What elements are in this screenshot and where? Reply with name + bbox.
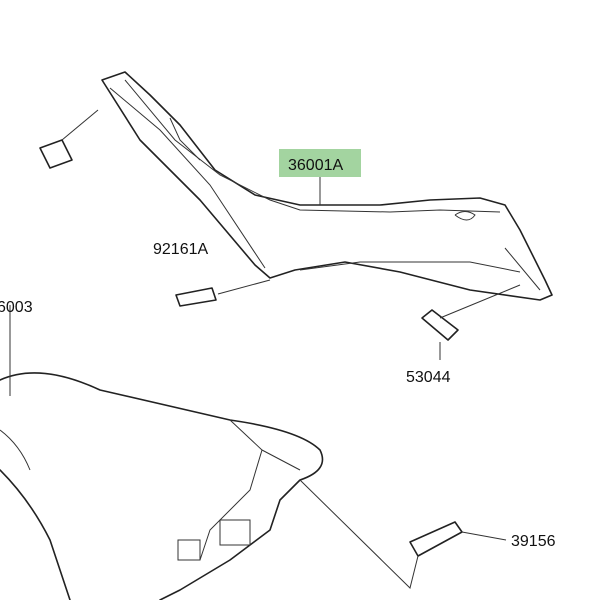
side-cover-part[interactable] bbox=[101, 71, 553, 301]
part-label-6003[interactable]: 6003 bbox=[0, 299, 33, 316]
part-label-36001a[interactable]: 36001A bbox=[288, 157, 343, 174]
pad-part[interactable] bbox=[421, 284, 521, 360]
seat-part[interactable] bbox=[0, 305, 324, 600]
highlight-box bbox=[279, 149, 361, 177]
part-label-39156[interactable]: 39156 bbox=[511, 533, 556, 550]
damper-part[interactable] bbox=[175, 279, 271, 307]
clip-part[interactable] bbox=[39, 109, 99, 169]
part-label-53044[interactable]: 53044 bbox=[406, 369, 451, 386]
cap-part[interactable] bbox=[299, 479, 507, 589]
part-label-92161a[interactable]: 92161A bbox=[153, 241, 208, 258]
